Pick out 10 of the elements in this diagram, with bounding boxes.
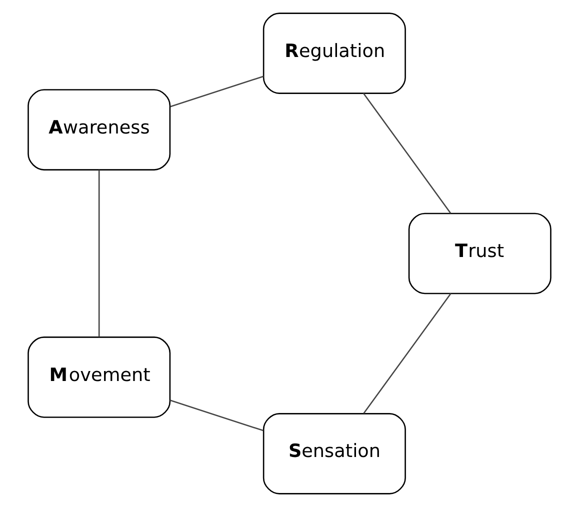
node-box: Awareness	[27, 89, 170, 170]
node-box: Regulation	[262, 12, 406, 94]
node-box: Movement	[27, 336, 170, 418]
connector	[170, 76, 264, 108]
node-box: Sensation	[262, 413, 406, 494]
connector	[98, 170, 100, 337]
connector	[362, 92, 451, 214]
connector	[362, 293, 451, 414]
connector	[169, 400, 263, 432]
node-box: Trust	[408, 212, 551, 294]
